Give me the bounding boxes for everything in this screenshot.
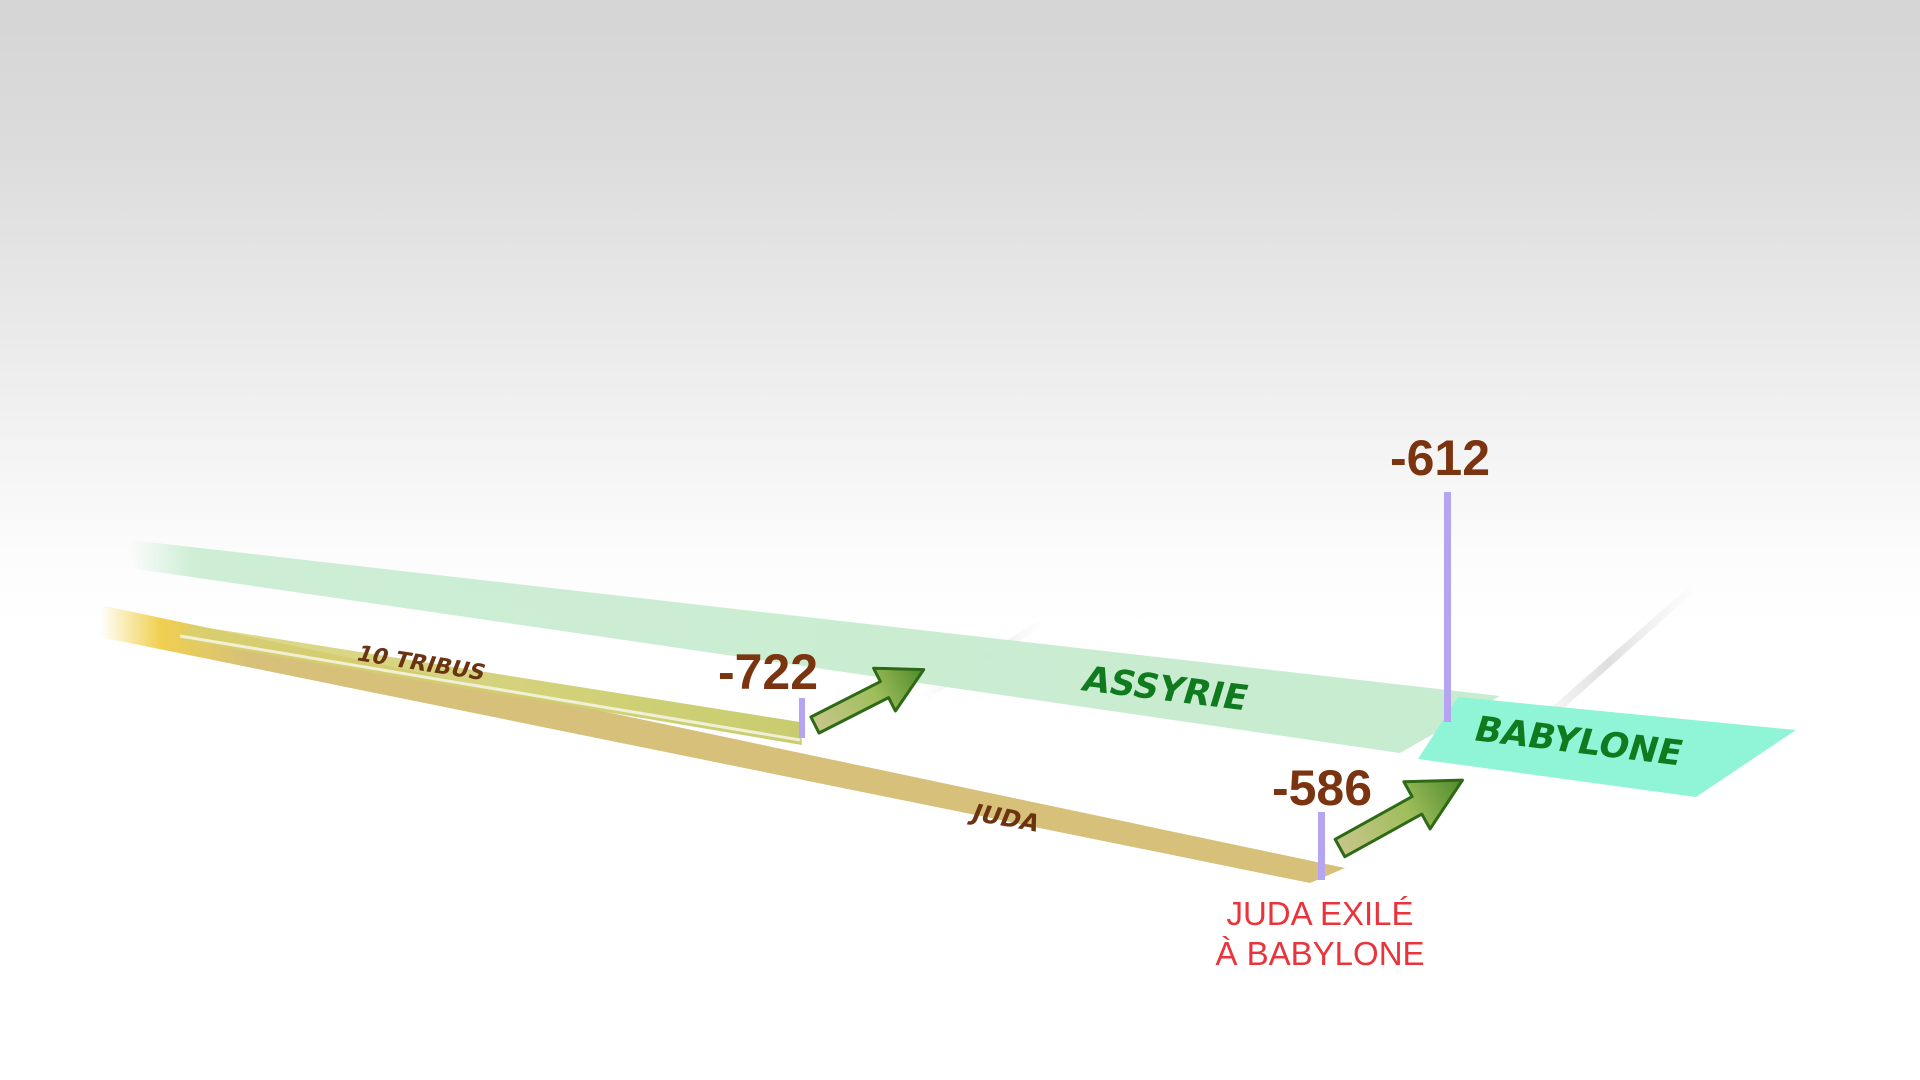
marker-line-586 [1318,812,1325,880]
babylone-band [1418,697,1796,797]
year-label-612: -612 [1390,430,1490,486]
marker-line-722 [799,698,805,738]
exile-caption-line2: À BABYLONE [1215,935,1424,972]
tribus-band-highlight [179,634,801,742]
shadow-streak-upper [1520,586,1696,740]
marker-line-612 [1444,492,1451,722]
year-label-722: -722 [718,644,818,700]
exile-caption-line1: JUDA EXILÉ [1226,895,1413,932]
year-label-586: -586 [1272,760,1372,816]
arrow-up-right-icon [809,666,926,735]
assyrie-band [130,540,1500,753]
arrow-up-right-icon [1333,778,1464,859]
